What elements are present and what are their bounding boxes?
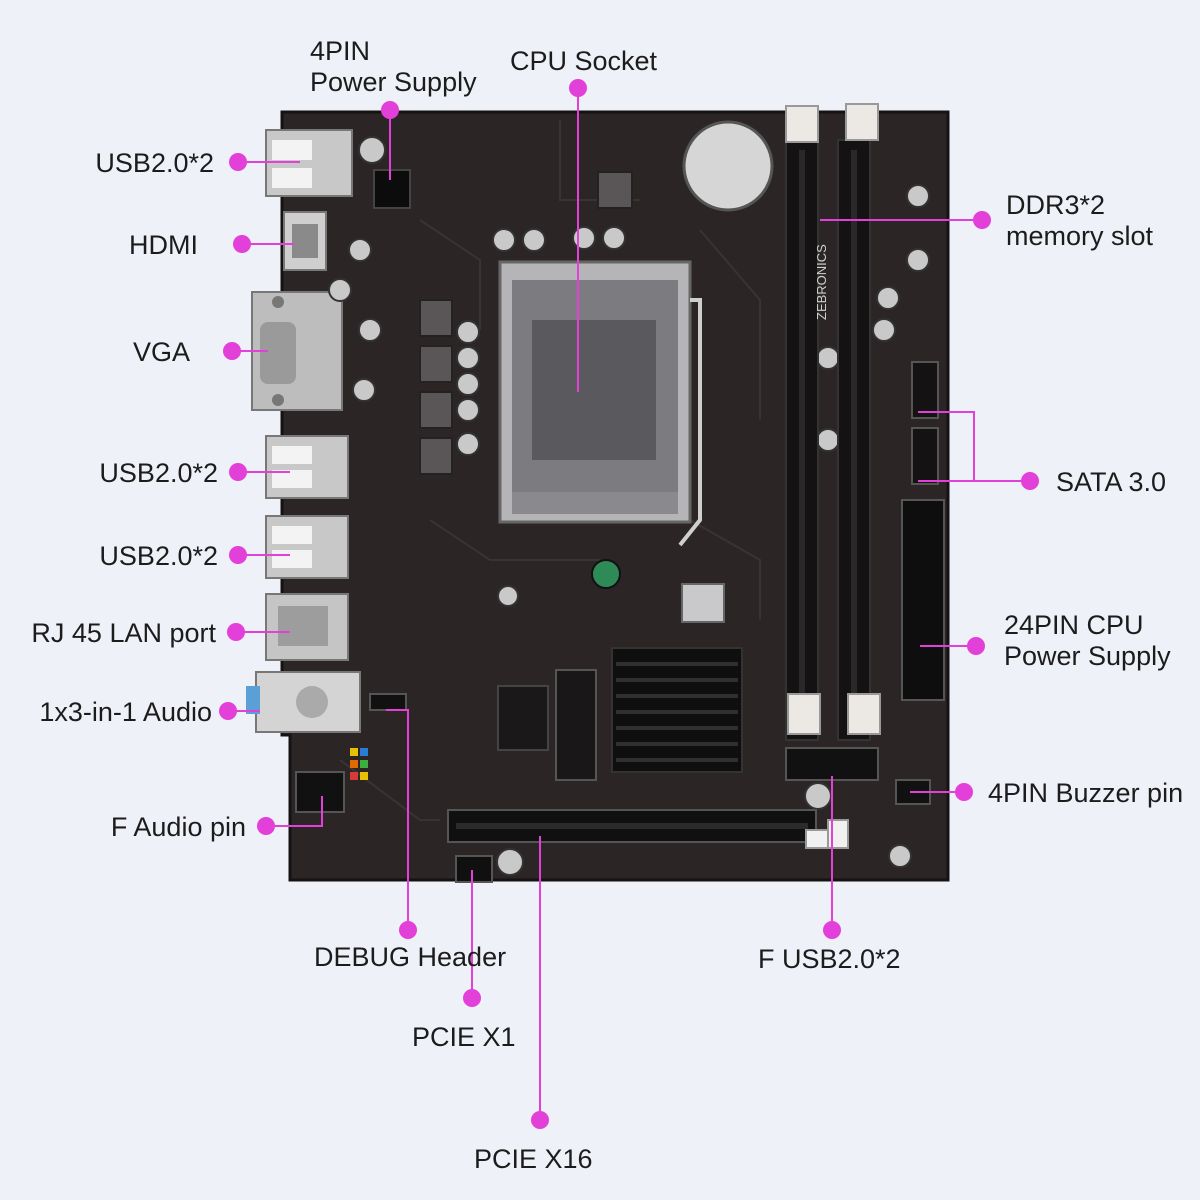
front-audio-header	[295, 771, 345, 813]
dot-hdmi	[233, 235, 251, 253]
dot-buzzer	[955, 783, 973, 801]
dot-f-usb	[823, 921, 841, 939]
label-hdmi: HDMI	[129, 230, 198, 260]
io-usb-lower	[265, 515, 349, 579]
callout-leaders	[228, 88, 1030, 1120]
cpu-socket	[498, 260, 702, 547]
dot-debug	[399, 921, 417, 939]
label-f-audio: F Audio pin	[110, 812, 246, 842]
io-audio	[246, 671, 361, 733]
label-buzzer: 4PIN Buzzer pin	[988, 778, 1184, 808]
label-debug: DEBUG Header	[314, 942, 507, 972]
chipset-heatsink	[611, 647, 743, 773]
board-brand: ZEBRONICS	[814, 244, 829, 320]
label-audio: 1x3-in-1 Audio	[39, 697, 212, 727]
label-atx-24pin: 24PIN CPU Power Supply	[1004, 610, 1171, 671]
debug-header	[369, 693, 407, 711]
front-usb-header	[785, 747, 879, 781]
label-f-usb: F USB2.0*2	[758, 944, 901, 974]
io-hdmi	[283, 211, 327, 271]
dot-pcie-x16	[531, 1111, 549, 1129]
dimm-slots	[785, 103, 881, 741]
label-usb-lower: USB2.0*2	[99, 541, 218, 571]
label-ddr3: DDR3*2 memory slot	[1006, 190, 1154, 251]
label-rj45: RJ 45 LAN port	[31, 618, 216, 648]
dot-usb-lower	[229, 546, 247, 564]
callout-dots	[219, 79, 1039, 1129]
sata-connectors	[911, 361, 939, 485]
cmos-battery	[682, 120, 774, 212]
dot-ddr3	[973, 211, 991, 229]
io-usb-middle	[265, 435, 349, 499]
front-panel-pins	[350, 748, 368, 780]
label-usb-middle: USB2.0*2	[99, 458, 218, 488]
dot-atx-24pin	[967, 637, 985, 655]
label-pcie-x16: PCIE X16	[474, 1144, 593, 1174]
dot-rj45	[227, 623, 245, 641]
label-cpu-socket: CPU Socket	[510, 46, 658, 76]
label-usb-top: USB2.0*2	[95, 148, 214, 178]
dot-usb-top	[229, 153, 247, 171]
label-power-4pin: 4PIN Power Supply	[310, 36, 477, 97]
pcie-x1-slot	[455, 855, 493, 883]
label-sata: SATA 3.0	[1056, 467, 1167, 497]
vrm-chokes	[419, 171, 633, 475]
dot-pcie-x1	[463, 989, 481, 1007]
io-rj45	[265, 593, 349, 661]
dot-f-audio	[257, 817, 275, 835]
dot-cpu-socket	[569, 79, 587, 97]
green-capacitor	[591, 559, 621, 589]
label-pcie-x1: PCIE X1	[412, 1022, 516, 1052]
label-vga: VGA	[132, 337, 190, 367]
io-chip	[497, 685, 549, 751]
dot-power-4pin	[381, 101, 399, 119]
dot-vga	[223, 342, 241, 360]
dot-sata	[1021, 472, 1039, 490]
dot-usb-middle	[229, 463, 247, 481]
atx-24pin-connector	[901, 499, 945, 701]
m2-slot	[555, 669, 597, 781]
dot-audio	[219, 702, 237, 720]
chip-silver	[681, 583, 725, 623]
motherboard: ZEBRONICS	[246, 103, 950, 883]
cpu-power-connector	[373, 169, 411, 209]
